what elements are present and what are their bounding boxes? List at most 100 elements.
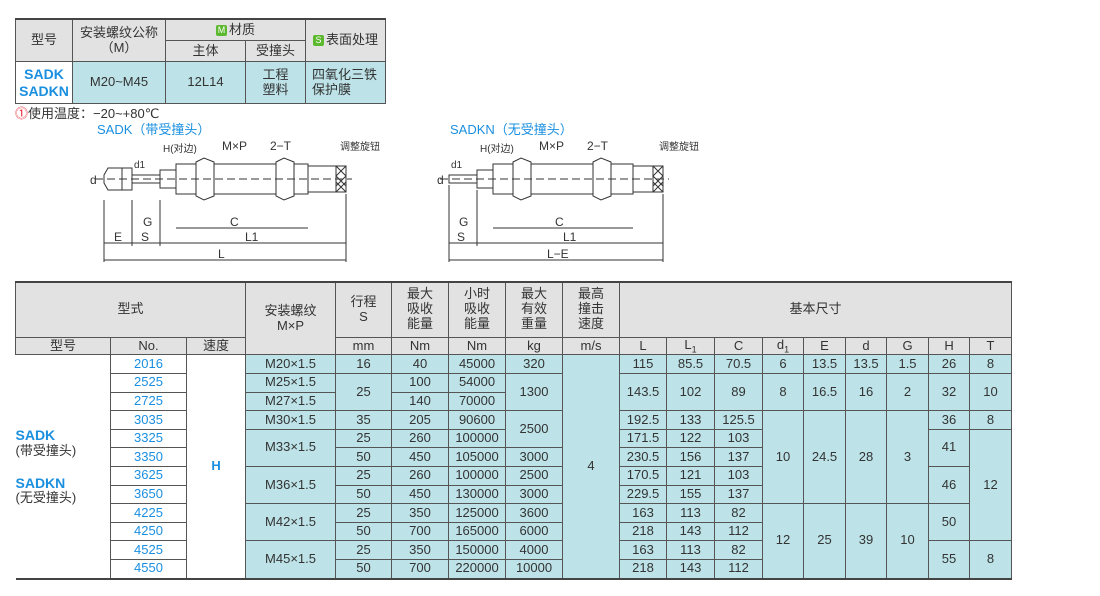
model-number: 3325 [110,428,187,449]
label-h: H(对边) [163,142,197,155]
stroke-cell: 50 [335,558,393,580]
c-cell: 103 [714,466,764,486]
subscript: 1 [784,344,790,355]
weight-cell: 2500 [505,410,564,449]
header-dim-h: H [928,336,971,356]
g-cell: 1.5 [886,354,930,375]
header-dim-c: C [714,336,764,356]
weight-cell: 10000 [505,558,564,580]
head-material-line2: 塑料 [262,81,289,97]
model-note: (无受撞头) [15,489,77,505]
l1-cell: 102 [666,373,716,412]
h-cell: 46 [928,465,971,505]
e-cell: 13.5 [803,354,847,375]
model-number: 2016 [110,354,187,375]
header-dim-t: T [969,336,1013,356]
l1-cell: 133 [666,410,716,430]
l1-cell: 85.5 [666,354,716,375]
header-dim-l1: L1 [666,336,716,356]
unit-speed: m/s [562,336,621,356]
header-thread: 安装螺纹公称（M） [72,18,166,62]
l-cell: 163 [619,540,668,560]
header-weight: 最大有效重量 [505,281,564,338]
l1-cell: 121 [666,466,716,486]
stroke-cell: 25 [335,428,393,449]
l-cell: 218 [619,558,668,580]
model-name: SADK [15,427,56,444]
model-number: 3350 [110,447,187,467]
l-cell: 230.5 [619,447,668,467]
l-cell: 192.5 [619,410,668,430]
model-number: 2725 [110,391,187,412]
h-cell: 32 [928,373,971,412]
l1-cell: 122 [666,428,716,449]
l-cell: 143.5 [619,373,668,412]
weight-cell: 4000 [505,540,564,560]
header-type: 型式 [14,281,247,338]
h-cell: 26 [928,354,971,375]
material-badge-icon: M [216,24,227,36]
g-cell: 10 [886,503,930,580]
sadkn-diagram: SADKN（无受撞头） H(对边) M×P 2−T 调整旋钮 d1 d G C … [437,122,699,262]
l-cell: 163 [619,503,668,523]
label-l1: L1 [563,230,577,244]
energy-cell: 40 [391,354,450,375]
label-l-e: L−E [547,247,569,261]
model-number: 3625 [110,466,187,486]
h-cell: 50 [928,503,971,542]
header-dims: 基本尺寸 [619,281,1013,338]
h-cell: 41 [928,428,971,468]
body-material-cell: 12L14 [165,61,246,104]
energy-cell: 700 [391,558,450,580]
d-cell: 13.5 [845,354,888,375]
head-material-line1: 工程 [262,66,289,82]
subscript: 1 [691,344,697,355]
model-sadkn: SADKN [19,82,69,99]
hourly-cell: 100000 [448,428,507,449]
e-cell: 16.5 [803,373,847,412]
header-dim-d1: d1 [762,336,805,356]
energy-cell: 450 [391,484,450,505]
l-cell: 218 [619,521,668,542]
label-knob: 调整旋钮 [340,140,380,153]
surface-line1: 四氧化三铁 [312,66,378,82]
model-number: 2525 [110,373,187,393]
weight-cell: 3600 [505,503,564,523]
t-cell: 8 [969,354,1013,375]
model-sadk: SADK [24,66,64,83]
header-stroke-s: S [359,308,368,324]
label-mp: M×P [222,139,247,153]
head-material-cell: 工程塑料 [244,61,307,104]
hourly-cell: 165000 [448,521,507,542]
energy-cell: 350 [391,540,450,560]
l-cell: 170.5 [619,466,668,486]
stroke-cell: 35 [335,410,393,430]
speed-cell: 4 [562,354,621,580]
model-number: 4250 [110,521,187,542]
speed-code: H [185,354,247,579]
temperature-note: ⓵使用温度：−20~+80℃ [15,103,159,122]
t-cell: 10 [969,373,1013,412]
stroke-cell: 16 [335,354,393,375]
header-material-label: 材质 [229,21,256,37]
model-number: 4550 [110,558,187,580]
header-energy: 最大吸收能量 [391,281,450,338]
header-speed-code: 速度 [185,336,247,356]
header-model: 型号 [15,18,73,62]
c-cell: 112 [714,558,764,580]
l1-cell: 143 [666,558,716,580]
energy-cell: 205 [391,410,450,430]
c-cell: 82 [714,503,764,523]
d1-cell: 12 [762,503,805,580]
weight-cell: 3000 [505,447,564,467]
energy-cell: 700 [391,521,450,542]
model-name: SADKN [15,474,66,491]
